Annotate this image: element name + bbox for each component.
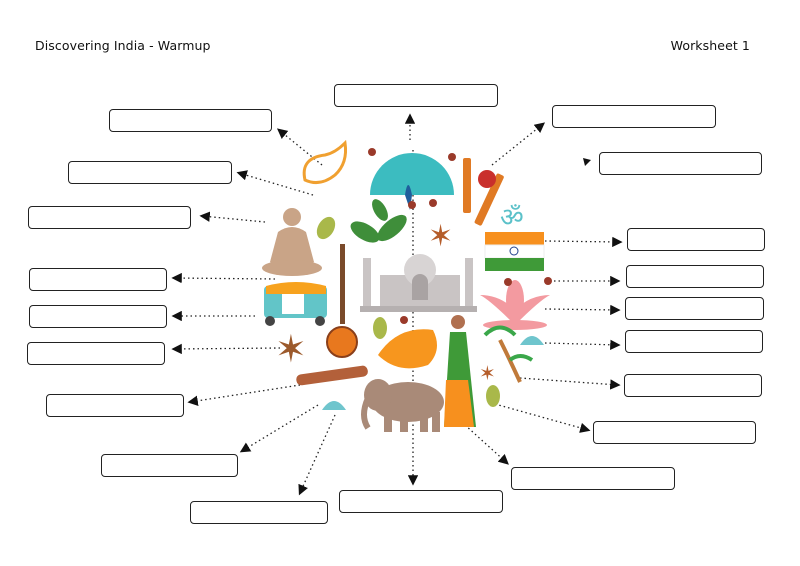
- answer-field-flag[interactable]: [627, 228, 765, 251]
- cardamom-icon: [316, 216, 336, 240]
- shell-icon: [322, 401, 346, 410]
- indian-flag-icon: [484, 232, 545, 271]
- shell-icon: [520, 336, 544, 345]
- clove-icon: [368, 148, 552, 324]
- elephant-icon: [361, 379, 444, 432]
- cardamom-icon: [373, 317, 387, 339]
- answer-field-tea[interactable]: [68, 161, 232, 184]
- answer-field-sari[interactable]: [511, 467, 675, 490]
- answer-field-shell[interactable]: [625, 330, 763, 353]
- answer-field-anise[interactable]: [27, 342, 165, 365]
- answer-field-shell2[interactable]: [101, 454, 238, 477]
- answer-field-paisley[interactable]: [109, 109, 272, 132]
- arrowhead-icon: [583, 158, 591, 166]
- answer-field-cardamom[interactable]: [593, 421, 756, 444]
- cricket-ball-icon: [478, 170, 496, 188]
- star-anise-icon: ✶: [275, 327, 307, 371]
- taj-mahal-icon: [360, 254, 477, 312]
- answer-field-elephant[interactable]: [190, 501, 328, 524]
- tea-leaves-icon: [350, 199, 407, 243]
- om-icon: ॐ: [500, 203, 524, 233]
- worksheet-title: Discovering India - Warmup: [35, 38, 211, 53]
- answer-field-clove[interactable]: [626, 265, 764, 288]
- buddha-icon: [262, 208, 322, 276]
- answer-field-cricket[interactable]: [552, 105, 716, 128]
- cinnamon-icon: [296, 365, 368, 386]
- answer-field-top[interactable]: [334, 84, 498, 107]
- star-anise-icon: ✶: [428, 219, 453, 254]
- sitar-icon: [326, 244, 358, 358]
- cardamom-icon: [486, 385, 500, 407]
- answer-field-rickshaw[interactable]: [29, 305, 167, 328]
- answer-field-lotus[interactable]: [625, 297, 764, 320]
- cricket-bat-icon: [463, 158, 504, 226]
- worksheet-number: Worksheet 1: [670, 38, 750, 53]
- answer-field-cinnamon[interactable]: [46, 394, 184, 417]
- mango-icon: [378, 329, 437, 369]
- answer-field-sitar[interactable]: [29, 268, 167, 291]
- palm-tree-icon: [483, 325, 534, 383]
- answer-field-taj[interactable]: [339, 490, 503, 513]
- answer-field-palm[interactable]: [624, 374, 762, 397]
- star-anise-icon: ✶: [479, 361, 496, 385]
- woman-in-sari-icon: [444, 315, 476, 427]
- answer-field-om[interactable]: [599, 152, 762, 175]
- auto-rickshaw-icon: [264, 282, 327, 326]
- lotus-icon: [480, 280, 550, 330]
- answer-field-buddha[interactable]: [28, 206, 191, 229]
- paisley-icon: [302, 139, 347, 185]
